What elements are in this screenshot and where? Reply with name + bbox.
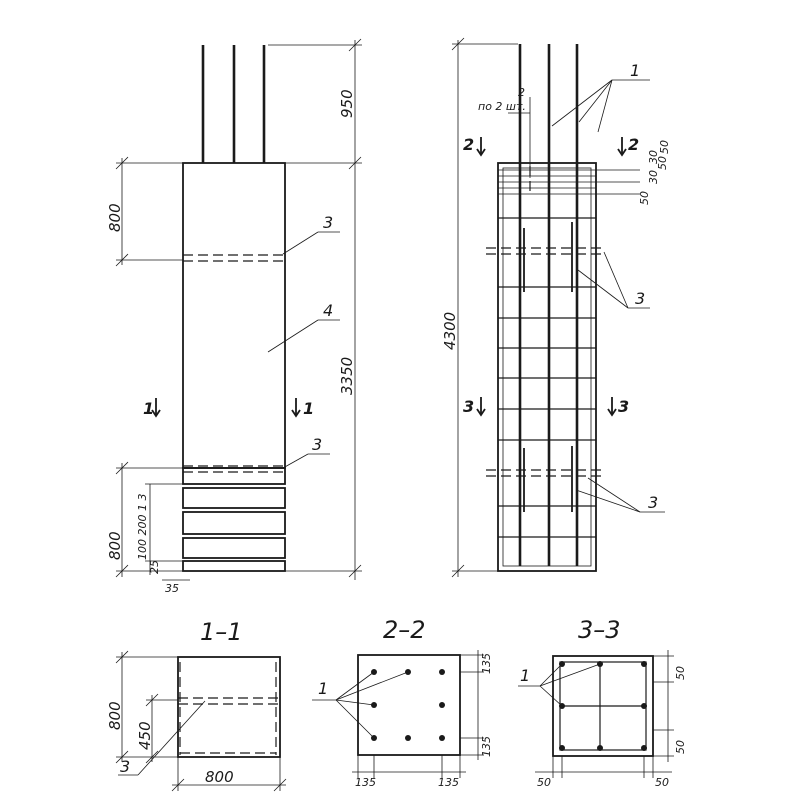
section-3-3: 3–3 1 50 50 50 50 — [518, 616, 687, 789]
bottom-band-2 — [182, 487, 286, 509]
section-2-outline — [357, 654, 461, 756]
dim-950: 950 — [338, 89, 356, 118]
s1-dim-width: 800 — [205, 768, 234, 786]
dim-stack-0: 50 — [638, 191, 651, 205]
column-body — [182, 162, 286, 469]
label-pos2-qty: по 2 шт. — [478, 100, 526, 113]
s3-dim-top-right: 50 — [674, 666, 687, 680]
section-1-outline — [177, 656, 281, 758]
dim-3350: 3350 — [338, 357, 356, 395]
label-mesh-mid: 3 — [635, 289, 645, 308]
cage-outline — [497, 162, 597, 572]
cage-inner — [502, 167, 592, 567]
s3-dim-bottom-right: 50 — [674, 740, 687, 754]
s2-label: 1 — [318, 679, 328, 698]
cut-1-right: 1 — [303, 399, 314, 418]
right-elevation: 4300 50 30 50 30 50 2 по 2 шт. 1 3 3 2 — [441, 37, 671, 578]
dim-800-top: 800 — [106, 203, 124, 232]
s3-dim-bottom-left: 50 — [537, 776, 551, 789]
label-mesh-top: 3 — [323, 213, 333, 232]
cut-1-left: 1 — [143, 399, 154, 418]
s1-dim-mid: 450 — [136, 721, 154, 750]
cut-2-left: 2 — [463, 135, 474, 154]
cut-2-right: 2 — [628, 135, 639, 154]
section-1-1: 1–1 800 450 800 3 — [106, 618, 287, 792]
label-mesh-bottom: 3 — [312, 435, 322, 454]
dim-stack-2: 50 — [656, 156, 669, 170]
left-elevation: 950 3350 800 800 100 200 1 3 25 35 3 4 3 — [106, 38, 362, 595]
section-2-title: 2–2 — [383, 616, 426, 644]
s3-dim-bottom-right-b: 50 — [655, 776, 669, 789]
bottom-band-1 — [182, 467, 286, 485]
bottom-band-5 — [182, 560, 286, 572]
dim-25: 25 — [148, 560, 161, 574]
section-3-outline — [552, 655, 654, 757]
label-mesh-low: 3 — [648, 493, 658, 512]
section-3-title: 3–3 — [578, 616, 621, 644]
dim-35: 35 — [165, 582, 179, 595]
label-bars: 1 — [630, 61, 640, 80]
label-concrete: 4 — [323, 301, 333, 320]
s3-label: 1 — [520, 666, 530, 685]
s1-dim-height: 800 — [106, 701, 124, 730]
s2-dim-top-right: 135 — [480, 653, 493, 674]
s2-dim-bottom-right: 135 — [480, 736, 493, 757]
dim-stack-3: 30 — [647, 150, 660, 164]
s1-label: 3 — [120, 757, 130, 776]
cut-3-right: 3 — [618, 397, 629, 416]
dim-stack-1: 30 — [647, 170, 660, 184]
s2-dim-bottom-left: 135 — [355, 776, 376, 789]
bottom-band-3 — [182, 511, 286, 535]
label-pos2: 2 — [518, 86, 525, 99]
dim-detail: 100 200 1 3 — [136, 494, 149, 560]
dim-800-bottom: 800 — [106, 531, 124, 560]
section-1-title: 1–1 — [200, 618, 243, 646]
section-2-2: 2–2 1 135 135 135 135 — [312, 616, 493, 789]
cut-3-left: 3 — [463, 397, 474, 416]
dim-4300: 4300 — [441, 312, 459, 350]
bottom-band-4 — [182, 537, 286, 559]
s2-dim-bottom-mid: 135 — [438, 776, 459, 789]
dim-stack-4: 50 — [658, 140, 671, 154]
